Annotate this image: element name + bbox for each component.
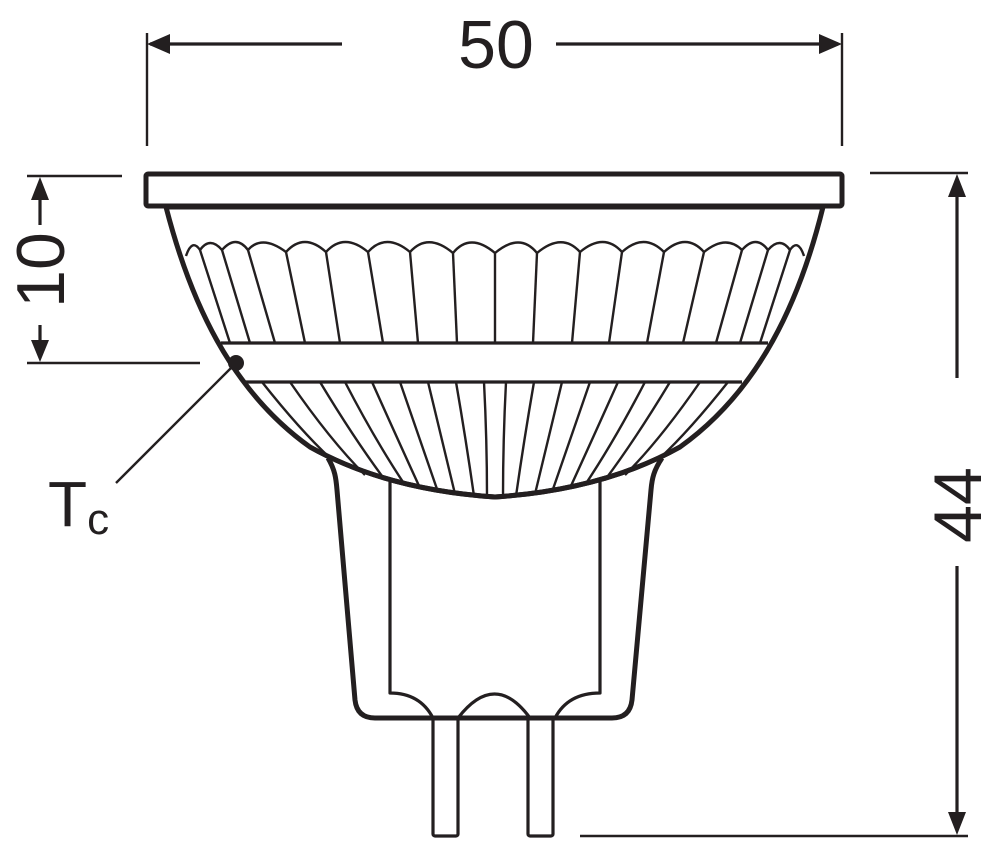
tc-band (221, 341, 768, 384)
arrowhead-down-icon (31, 340, 49, 362)
tc-offset-dimension: 10 (3, 174, 200, 365)
arrowhead-up-icon (948, 174, 966, 197)
reflector-facets-upper (184, 240, 806, 344)
tc-label: Tc (48, 468, 109, 544)
tc-label-sub: c (87, 495, 109, 544)
tc-offset-value: 10 (3, 232, 79, 308)
arrowhead-right-icon (819, 34, 842, 54)
tc-leader-line (115, 362, 237, 484)
tc-label-main: T (48, 468, 87, 540)
lamp-body (143, 171, 845, 838)
arrowhead-left-icon (147, 34, 170, 54)
base-inner-outline (388, 482, 602, 719)
base-housing (325, 456, 665, 721)
height-dimension: 44 (580, 171, 996, 838)
height-value: 44 (920, 467, 996, 543)
tc-point-icon (228, 355, 244, 371)
reflector-outer (163, 204, 826, 500)
pin-left (431, 716, 460, 838)
tc-marker: Tc (48, 355, 244, 544)
arrowhead-down-icon (948, 812, 966, 835)
front-rim (143, 171, 845, 209)
width-dimension: 50 (145, 7, 844, 146)
width-value: 50 (458, 7, 534, 83)
arrowhead-up-icon (31, 177, 49, 200)
reflector-facets-lower (261, 381, 729, 498)
reflector-bottom-curve (308, 444, 682, 500)
pin-right (526, 716, 555, 838)
